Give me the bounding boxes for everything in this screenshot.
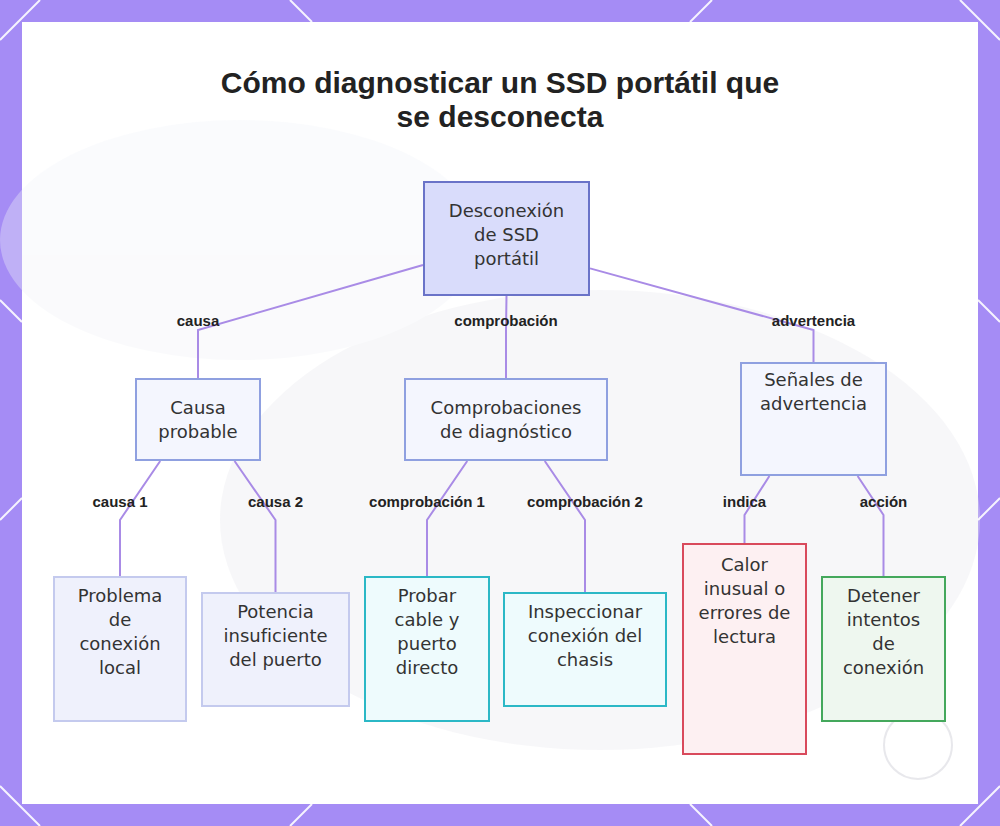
connector-line: [235, 461, 276, 592]
edge-label: comprobación 1: [369, 493, 485, 510]
node-label: Comprobaciones de diagnóstico: [418, 396, 594, 444]
connector-line: [858, 476, 884, 576]
node-label: Detener intentos de conexión: [843, 584, 924, 680]
connector-line: [120, 461, 160, 576]
root-box: Desconexión de SSD portátil: [423, 181, 590, 296]
action-box: Detener intentos de conexión: [821, 576, 946, 722]
node-label: Desconexión de SSD portátil: [447, 199, 566, 271]
connector-line: [198, 265, 423, 378]
edge-label: indica: [723, 493, 766, 510]
connector-line: [427, 461, 467, 576]
node-label: Calor inusual o errores de lectura: [696, 553, 793, 649]
check-box: Inspeccionar conexión del chasis: [503, 592, 667, 707]
edge-label: advertencia: [772, 312, 855, 329]
connector-line: [545, 461, 585, 592]
cause-box: Potencia insuficiente del puerto: [201, 592, 350, 707]
edge-label: causa 2: [248, 493, 303, 510]
edge-label: acción: [860, 493, 908, 510]
node-label: Potencia insuficiente del puerto: [217, 600, 334, 672]
category-box: Comprobaciones de diagnóstico: [404, 378, 608, 461]
node-label: Problema de conexión local: [77, 584, 163, 680]
warning-box: Calor inusual o errores de lectura: [682, 543, 807, 755]
edge-label: comprobación: [454, 312, 557, 329]
category-box: Causa probable: [135, 378, 261, 461]
node-label: Inspeccionar conexión del chasis: [515, 600, 655, 672]
node-label: Causa probable: [149, 396, 247, 444]
diagram-title: Cómo diagnosticar un SSD portátil que se…: [220, 66, 780, 134]
cause-box: Problema de conexión local: [53, 576, 187, 722]
category-box: Señales de advertencia: [740, 362, 887, 476]
edge-label: comprobación 2: [527, 493, 643, 510]
check-box: Probar cable y puerto directo: [364, 576, 490, 722]
faded-photo: [0, 120, 980, 750]
node-label: Probar cable y puerto directo: [382, 584, 472, 680]
edge-label: causa: [177, 312, 220, 329]
node-label: Señales de advertencia: [756, 368, 871, 416]
edge-label: causa 1: [92, 493, 147, 510]
connector-line: [505, 296, 508, 378]
